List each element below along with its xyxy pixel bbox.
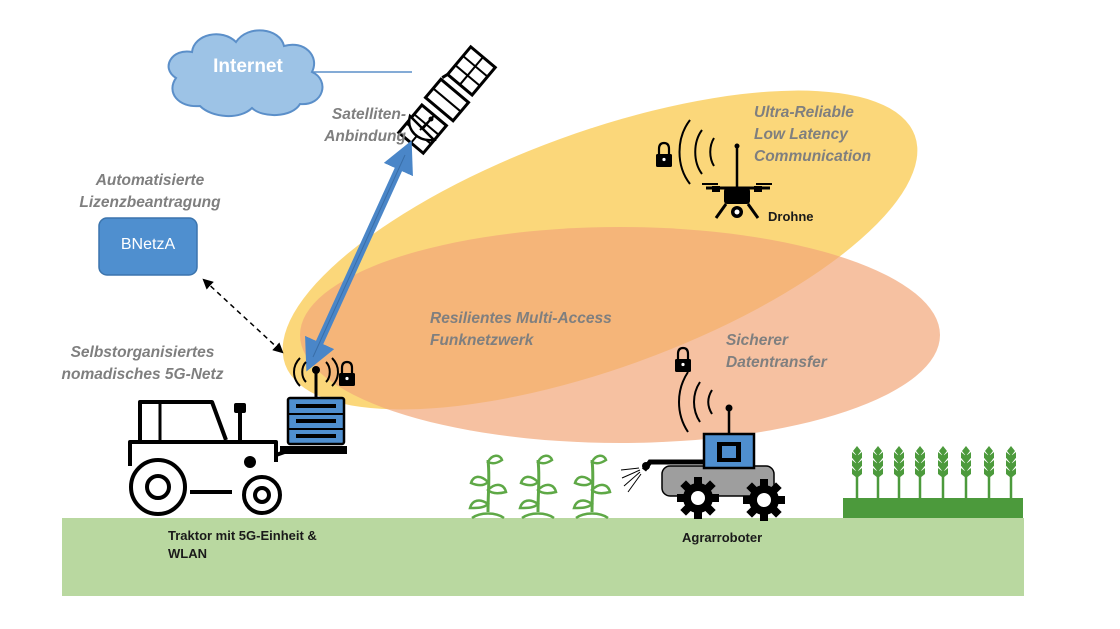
router-icon <box>286 366 346 446</box>
bnetza-label: BNetzA <box>120 236 176 253</box>
tractor-rear-platform <box>280 446 347 454</box>
tractor-label: Traktor mit 5G-Einheit & WLAN <box>168 528 317 561</box>
license-label: Automatisierte Lizenzbeantragung <box>79 172 221 211</box>
multi-access-coverage-ellipse <box>300 227 940 443</box>
tractor-icon <box>128 400 297 516</box>
drone-icon <box>702 143 772 219</box>
nomadic-network-label: Selbstorganisiertes nomadisches 5G-Netz <box>61 344 224 383</box>
wheat-icon <box>850 444 1018 502</box>
satellite-dish-icon <box>407 113 437 142</box>
plant-icon <box>572 454 612 520</box>
urllc-label: Ultra-Reliable Low Latency Communication <box>754 104 872 165</box>
wheat-field-base <box>843 498 1023 518</box>
internet-label: Internet <box>213 56 283 77</box>
robot-label: Agrarroboter <box>682 530 763 545</box>
plant-icon <box>468 454 508 520</box>
cloud-icon <box>167 29 324 117</box>
secure-transfer-label: Sicherer Datentransfer <box>726 332 827 371</box>
robot-icon <box>620 404 785 521</box>
drone-signal-waves-icon <box>678 119 715 185</box>
satellite-icon <box>396 44 498 156</box>
ground-strip <box>62 518 1024 596</box>
plant-icon <box>518 454 558 520</box>
multi-access-label: Resilientes Multi-Access Funknetzwerk <box>430 310 612 349</box>
router-signal-waves-icon <box>293 357 339 387</box>
satellite-link-label: Satelliten- Anbindung <box>324 106 406 145</box>
drone-label: Drohne <box>768 209 814 224</box>
robot-signal-waves-icon <box>678 371 713 433</box>
bnetza-box <box>98 217 198 276</box>
